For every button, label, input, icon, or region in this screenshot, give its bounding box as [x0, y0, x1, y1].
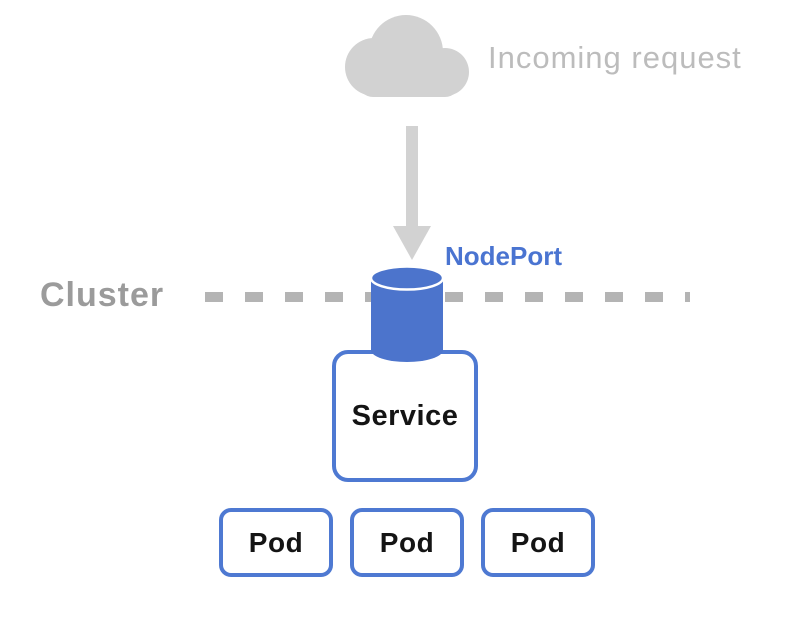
down-arrow-icon — [393, 126, 431, 260]
pod-box: Pod — [350, 508, 464, 577]
cloud-icon — [345, 15, 469, 97]
service-label: Service — [351, 399, 459, 432]
pod-box: Pod — [219, 508, 333, 577]
cluster-label: Cluster — [40, 276, 165, 314]
pod-label: Pod — [379, 526, 435, 558]
pod-box: Pod — [481, 508, 595, 577]
service-box: Service — [332, 350, 478, 482]
incoming-request-label: Incoming request — [488, 40, 742, 75]
cluster-boundary-dashed-line — [205, 292, 690, 302]
nodeport-label: NodePort — [445, 241, 562, 271]
pod-label: Pod — [510, 526, 566, 558]
pod-label: Pod — [248, 526, 304, 558]
nodeport-cylinder-icon — [369, 265, 445, 362]
